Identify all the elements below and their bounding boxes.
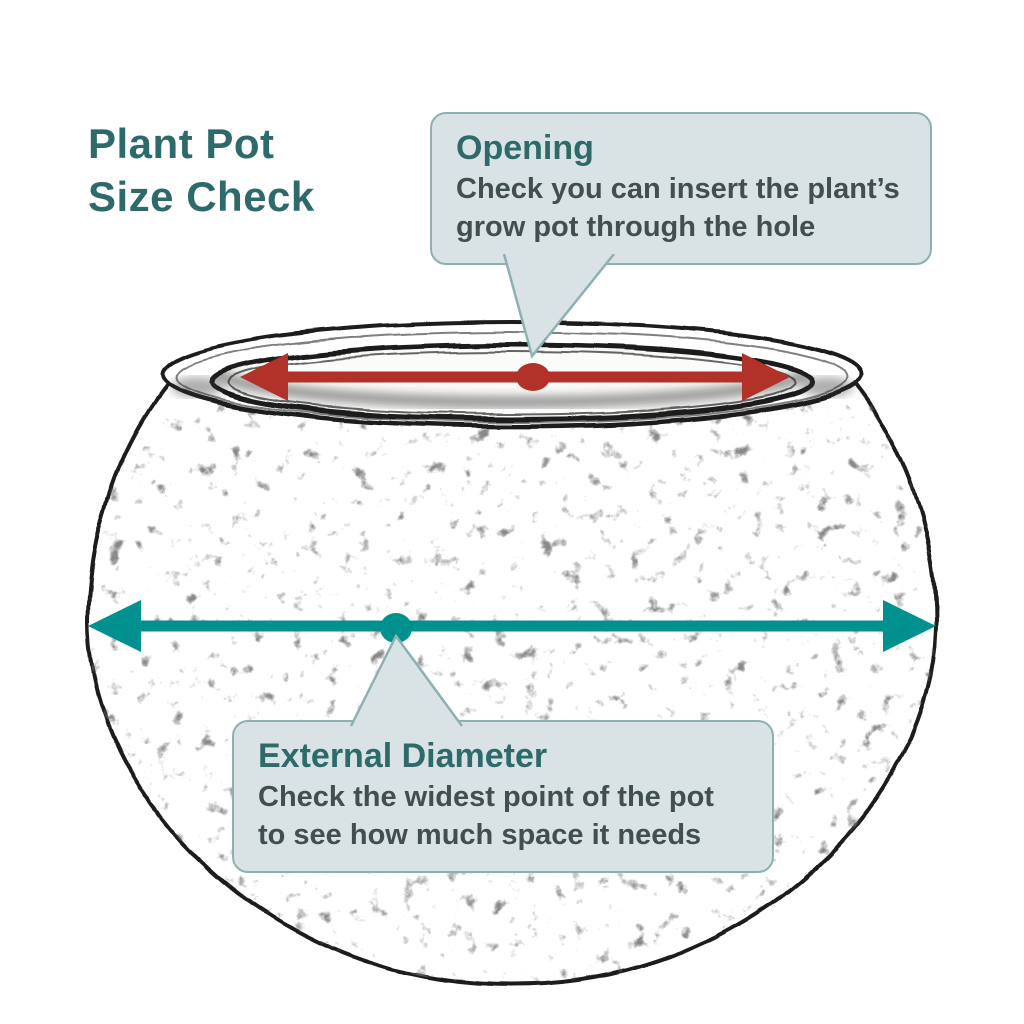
callout-opening-body: Check you can insert the plant’s grow po… [456,171,906,246]
page-title-line2: Size Check [88,172,315,220]
callout-opening-body-line2: grow pot through the hole [456,210,816,243]
callout-opening-title: Opening [456,129,594,167]
callout-opening-tail [502,254,615,359]
callout-external-diameter: External Diameter Check the widest point… [232,720,774,874]
callout-external-tail [349,633,464,727]
external-arrowhead-left [88,600,141,652]
opening-midpoint-dot [516,363,550,391]
external-midpoint-dot [380,613,412,643]
opening-arrowhead-left [240,353,288,401]
callout-external-title: External Diameter [258,737,548,775]
callout-external-body: Check the widest point of the pot to see… [258,779,748,854]
page-title-line1: Plant Pot [88,120,275,167]
callout-opening: Opening Check you can insert the plant’s… [430,112,932,266]
opening-arrowhead-right [742,353,790,401]
opening-arrow [240,353,790,401]
pot-rim-inner-edge [175,331,849,423]
callout-opening-body-line1: Check you can insert the plant’s [456,173,900,205]
rim-smudge-right [801,377,853,397]
callout-external-body-line2: to see how much space it needs [258,818,702,851]
pot-body-texture [88,384,936,985]
external-arrowhead-right [883,600,936,652]
page-title: Plant Pot Size Check [88,118,315,224]
external-diameter-arrow [88,600,936,652]
callout-external-body-line1: Check the widest point of the pot [258,781,714,813]
rim-smudge-left [171,377,223,397]
